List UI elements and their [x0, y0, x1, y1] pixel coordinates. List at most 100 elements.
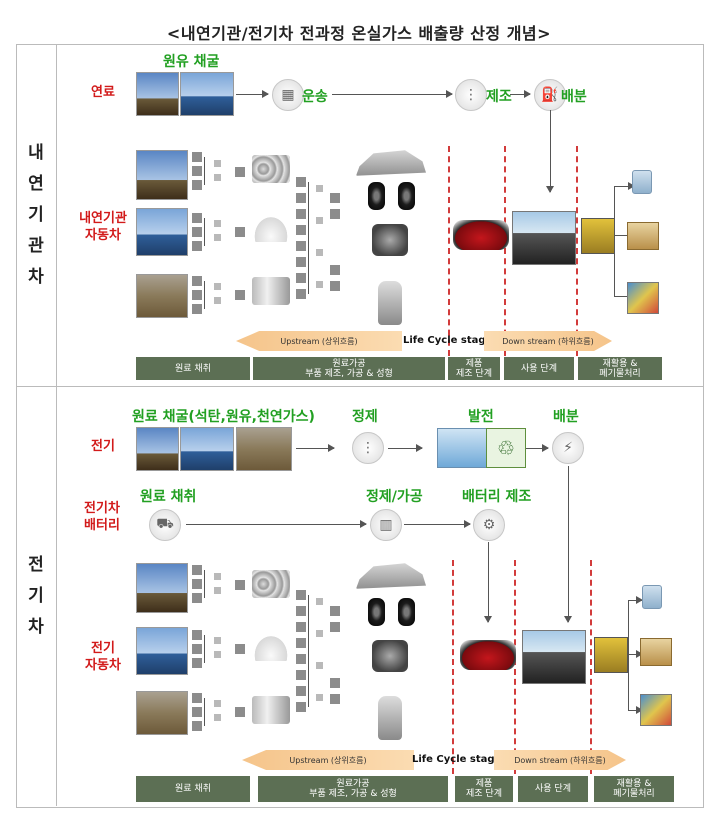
- recycling-truck-photo: [581, 218, 615, 254]
- oil-pump-photo: [136, 563, 188, 613]
- component-box: [214, 297, 221, 304]
- fuel-pump-icon: ⛽: [534, 79, 566, 111]
- component-box: [192, 180, 202, 190]
- component-box: [296, 193, 306, 203]
- section-label-ice: 내연기관차: [28, 143, 44, 287]
- component-box: [316, 281, 323, 288]
- lifecycle-label: Life Cycle stages: [403, 335, 499, 346]
- ev-battery-processing-label: 정제/가공: [366, 489, 423, 505]
- ev-battery-raw-label: 원료 채취: [140, 489, 197, 505]
- component-box: [330, 694, 340, 704]
- mining-truck-photo: [136, 691, 188, 735]
- component-box: [296, 638, 306, 648]
- offshore-rig-photo: [136, 208, 188, 256]
- plastic-pellet-material: [252, 633, 290, 661]
- recycle-bin-icon: [632, 170, 652, 194]
- ev-battery-manufacture-label: 배터리 제조: [462, 489, 532, 505]
- ev-car-label: 전기 자동차: [85, 641, 121, 673]
- arrow: [510, 90, 531, 98]
- tree-connector: [204, 157, 205, 185]
- component-box: [192, 593, 202, 603]
- arrow: [186, 520, 367, 528]
- component-box: [296, 622, 306, 632]
- arrow: [296, 444, 335, 452]
- stage-recycle: 재활용 & 폐기물처리: [594, 776, 674, 802]
- component-box: [214, 637, 221, 644]
- power-plant-icon: [437, 428, 487, 468]
- component-box: [214, 234, 221, 241]
- arrow: [236, 90, 269, 98]
- barrel-icon: ▦: [272, 79, 304, 111]
- component-box: [296, 670, 306, 680]
- component-box: [330, 281, 340, 291]
- component-box: [192, 644, 202, 654]
- stage-product: 제품 제조 단계: [448, 357, 500, 380]
- recycling-truck-photo: [594, 637, 628, 673]
- label-column-divider: [56, 44, 57, 806]
- arrow: [484, 542, 492, 623]
- mining-truck-photo: [136, 274, 188, 318]
- ev-refining-label: 정제: [352, 409, 378, 425]
- steel-coil-material: [252, 155, 290, 183]
- tree-connector: [204, 570, 205, 598]
- component-box: [330, 209, 340, 219]
- component-box: [316, 598, 323, 605]
- component-box: [296, 225, 306, 235]
- driving-use-photo: [522, 630, 586, 684]
- component-box: [235, 580, 245, 590]
- stage-divider: [514, 560, 516, 774]
- stage-product: 제품 제조 단계: [455, 776, 513, 802]
- ice-transport-label: 운송: [302, 89, 328, 105]
- section-label-ev: 전기차: [28, 555, 44, 637]
- component-box: [235, 227, 245, 237]
- component-box: [192, 693, 202, 703]
- component-box: [235, 290, 245, 300]
- component-box: [296, 702, 306, 712]
- waste-pile-icon: [627, 282, 659, 314]
- arrow: [614, 182, 635, 190]
- component-box: [192, 152, 202, 162]
- component-box: [192, 241, 202, 251]
- component-box: [192, 213, 202, 223]
- arrow: [546, 110, 554, 193]
- upstream-arrow: Upstream (상위흐름): [242, 750, 414, 770]
- stage-divider: [504, 146, 506, 356]
- tree-connector: [628, 600, 629, 710]
- ice-crude-extraction-label: 원유 채굴: [163, 54, 220, 70]
- seat-part: [378, 696, 402, 740]
- stage-divider: [576, 146, 578, 356]
- aluminum-ingot-material: [252, 696, 290, 724]
- downstream-arrow: Down stream (하위흐름): [484, 331, 612, 351]
- ice-manufacture-label: 제조: [486, 89, 512, 105]
- diagram-frame: [16, 44, 704, 808]
- tree-connector: [308, 595, 309, 707]
- component-box: [296, 273, 306, 283]
- component-box: [214, 714, 221, 721]
- stage-use: 사용 단계: [518, 776, 588, 802]
- plastic-pellet-material: [252, 214, 290, 242]
- component-box: [214, 587, 221, 594]
- arrow: [628, 596, 643, 604]
- stage-raw: 원료 채취: [136, 776, 250, 802]
- factory-icon: ▥: [370, 509, 402, 541]
- arrow: [404, 520, 471, 528]
- arrow: [388, 444, 423, 452]
- upstream-arrow: Upstream (상위흐름): [236, 331, 402, 351]
- stage-processing: 원료가공 부품 제조, 가공 & 성형: [258, 776, 448, 802]
- component-box: [192, 630, 202, 640]
- component-box: [214, 174, 221, 181]
- oil-pump-photo: [136, 150, 188, 200]
- stage-use: 사용 단계: [504, 357, 574, 380]
- component-box: [192, 579, 202, 589]
- component-box: [235, 167, 245, 177]
- component-box: [330, 678, 340, 688]
- component-box: [214, 651, 221, 658]
- oil-pump-photo: [136, 427, 179, 471]
- component-box: [192, 227, 202, 237]
- component-box: [330, 193, 340, 203]
- stage-recycle: 재활용 & 폐기물처리: [578, 357, 662, 380]
- component-box: [192, 658, 202, 668]
- component-box: [214, 220, 221, 227]
- ice-distribution-label: 배분: [561, 89, 587, 105]
- red-car-product: [460, 640, 516, 670]
